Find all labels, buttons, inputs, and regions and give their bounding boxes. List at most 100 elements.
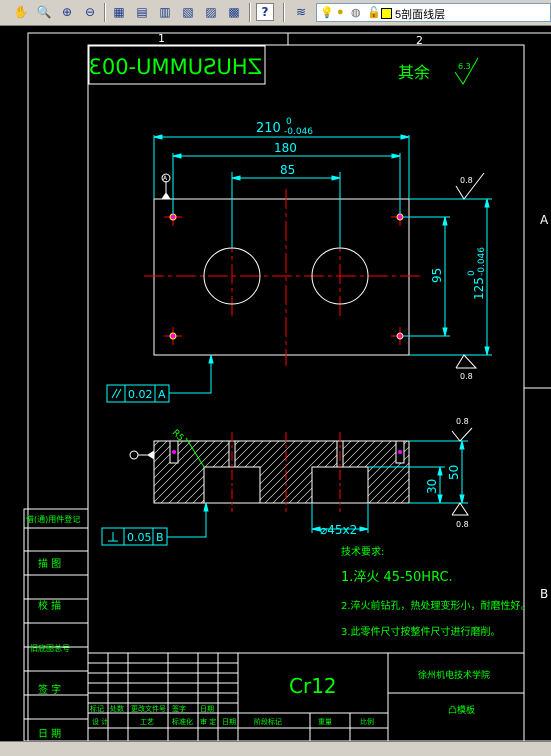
material-text: Cr12 [289, 674, 337, 698]
fcf1-datum: A [158, 388, 166, 401]
school-text: 徐州机电技术学院 [418, 669, 490, 681]
tech-req-line2: 2.淬火前钻孔，热处理变形小，耐磨性好。 [341, 599, 531, 612]
markup-icon[interactable]: ▨ [205, 5, 217, 19]
side-table [23, 508, 89, 741]
calculator-icon[interactable]: ▩ [228, 5, 240, 19]
pin-hole-bl [169, 332, 177, 340]
properties-icon[interactable]: ▦ [113, 5, 125, 19]
plan-dimensions [153, 134, 492, 356]
tb-label-mark: 标记 [90, 704, 104, 713]
tb-label-bdate: 日期 [222, 718, 236, 726]
dim-85: 85 [280, 163, 295, 177]
layer-name: 5剖面线层 [395, 9, 446, 21]
tb-label-standard: 标准化 [172, 717, 193, 726]
drawing-canvas[interactable]: 1 2 A B ZHUSUMMU-003 其余 6.3 [0, 26, 551, 741]
roughness-section-top-value: 0.8 [456, 417, 469, 426]
section-pin-left [172, 450, 176, 454]
ruler-row-a: A [540, 213, 549, 227]
datum-b-marker [129, 450, 155, 460]
drawing-frame [27, 32, 551, 741]
layer-on-icon[interactable]: 💡 [320, 7, 334, 19]
dim-210: 210 [256, 121, 281, 136]
layer-lock-icon[interactable]: 🔓 [367, 7, 381, 19]
tb-label-approve: 审 定 [200, 717, 216, 726]
roughness-section-top [451, 427, 473, 442]
sheet-set-icon[interactable]: ▧ [182, 5, 194, 19]
rest-label: 其余 [398, 63, 430, 82]
layer-dropdown[interactable]: 💡 ● ◍ 🔓 5剖面线层 [316, 3, 551, 22]
tb-label-count: 处数 [110, 704, 124, 713]
tb-label-file: 更改文件号 [131, 704, 166, 713]
part-code-box: ZHUSUMMU-003 [88, 45, 266, 85]
toolbar-separator [283, 3, 285, 22]
tech-req-line1: 1.淬火 45-50HRC. [341, 570, 453, 585]
dim-125-upper: 0 [467, 270, 477, 276]
pan-icon[interactable]: ✋ [13, 5, 29, 19]
ruler-col-2: 2 [416, 34, 423, 47]
roughness-top [455, 172, 485, 200]
roughness-bottom [455, 354, 478, 369]
section-dimensions [311, 440, 468, 533]
pin-hole-tl [169, 213, 177, 221]
part-code-text: ZHUSUMMU-003 [88, 55, 262, 79]
ruler-row-b: B [540, 587, 548, 601]
side-table-r5: 签 字 [38, 683, 61, 696]
layer-viewport-icon[interactable]: ◍ [351, 7, 361, 19]
roughness-section-bottom [451, 502, 469, 516]
roughness-bottom-value: 0.8 [460, 372, 473, 381]
tech-req-title: 技术要求: [341, 545, 384, 558]
side-table-r3: 校 描 [38, 599, 61, 612]
tb-label-design: 设 计 [92, 717, 108, 726]
toolbar-separator [249, 3, 251, 22]
dim-50: 50 [447, 465, 461, 480]
layer-freeze-icon[interactable]: ● [337, 6, 344, 18]
roughness-top-value: 0.8 [460, 176, 473, 185]
tb-label-weight: 重量 [318, 718, 332, 726]
tb-label-scale: 比例 [360, 717, 374, 726]
rest-roughness-symbol [454, 57, 479, 85]
pin-hole-br [396, 332, 404, 340]
roughness-section-bottom-value: 0.8 [456, 520, 469, 529]
zoom-realtime-icon[interactable]: 🔍 [36, 5, 52, 19]
dim-210-lower: -0.046 [284, 127, 313, 137]
datum-a-marker [161, 173, 171, 200]
pin-hole-tr [396, 213, 404, 221]
tech-req-line3: 3.此零件尺寸按整件尺寸进行磨削。 [341, 625, 501, 638]
title-block [87, 652, 525, 741]
tb-label-date: 日期 [200, 705, 214, 713]
section-pin-right [398, 450, 402, 454]
dim-95: 95 [430, 268, 444, 283]
help-icon[interactable]: ? [256, 3, 274, 21]
section-view [153, 432, 410, 512]
layer-manager-icon[interactable]: ≋ [295, 5, 307, 19]
fcf-perpendicularity [101, 502, 209, 546]
fcf-parallelism [106, 354, 214, 403]
dim-hole: ⌀45x2 [320, 523, 357, 537]
status-bar [0, 741, 551, 756]
ruler-col-1: 1 [158, 32, 165, 45]
dim-30: 30 [425, 479, 439, 494]
dim-125: 125 [472, 277, 486, 300]
toolbar-separator [104, 3, 106, 22]
drawing-name-text: 凸模板 [448, 704, 475, 716]
dim-210-upper: 0 [286, 117, 292, 127]
side-table-r6: 日 期 [38, 728, 61, 740]
side-table-r1: 借(通)用件登记 [26, 514, 80, 524]
zoom-previous-icon[interactable]: ⊖ [84, 5, 96, 19]
dim-125-lower: -0.046 [477, 247, 487, 276]
plan-view [144, 189, 420, 366]
layer-color-swatch [381, 8, 392, 19]
side-table-r4: 旧底图总号 [30, 643, 70, 653]
fcf2-datum: B [156, 531, 164, 544]
zoom-window-icon[interactable]: ⊕ [61, 5, 73, 19]
tool-palette-icon[interactable]: ▥ [159, 5, 171, 19]
fcf2-tolerance: 0.05 [127, 531, 152, 544]
design-center-icon[interactable]: ▤ [136, 5, 148, 19]
side-table-r2: 描 图 [38, 557, 61, 570]
cad-toolbar: ✋ 🔍 ⊕ ⊖ ▦ ▤ ▥ ▧ ▨ ▩ ? ≋ 💡 ● ◍ 🔓 5剖面线层 [0, 0, 551, 26]
tb-label-stage: 阶段标记 [254, 717, 282, 726]
fcf1-tolerance: 0.02 [128, 388, 153, 401]
rest-roughness-value: 6.3 [458, 62, 471, 71]
tb-label-process: 工艺 [140, 718, 154, 726]
tb-label-sign: 签字 [172, 704, 186, 713]
